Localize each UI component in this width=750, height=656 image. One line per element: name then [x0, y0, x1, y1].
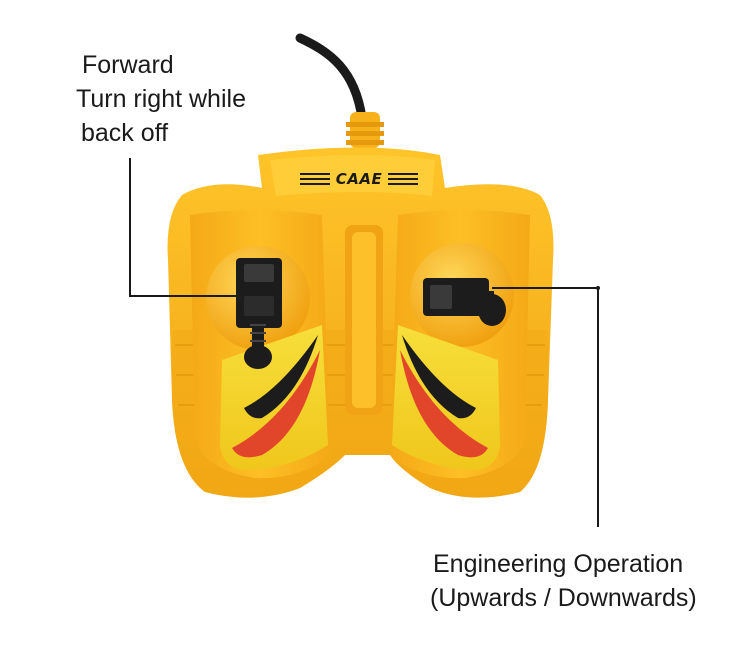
cable [295, 33, 367, 123]
annotation-line-up-down: (Upwards / Downwards) [430, 584, 697, 612]
logo-stripes-left [300, 173, 330, 185]
brand-logo: CAAE [300, 168, 418, 190]
brand-logo-text: CAAE [335, 170, 383, 188]
right-joystick[interactable] [423, 278, 506, 326]
right-grip [390, 210, 530, 479]
annotation-line-turn-right: Turn right while [76, 85, 246, 113]
left-stick-annotation: Forward Turn right while back off [76, 48, 246, 150]
cable-strain-relief [346, 112, 384, 148]
left-joystick[interactable] [236, 258, 282, 369]
annotation-line-engineering-operation: Engineering Operation [433, 550, 684, 578]
logo-stripes-right [388, 173, 418, 185]
callout-lines [129, 158, 600, 527]
annotation-line-forward: Forward [82, 51, 174, 79]
annotation-line-back-off: back off [81, 119, 169, 147]
right-stick-annotation: Engineering Operation (Upwards / Downwar… [430, 547, 697, 615]
